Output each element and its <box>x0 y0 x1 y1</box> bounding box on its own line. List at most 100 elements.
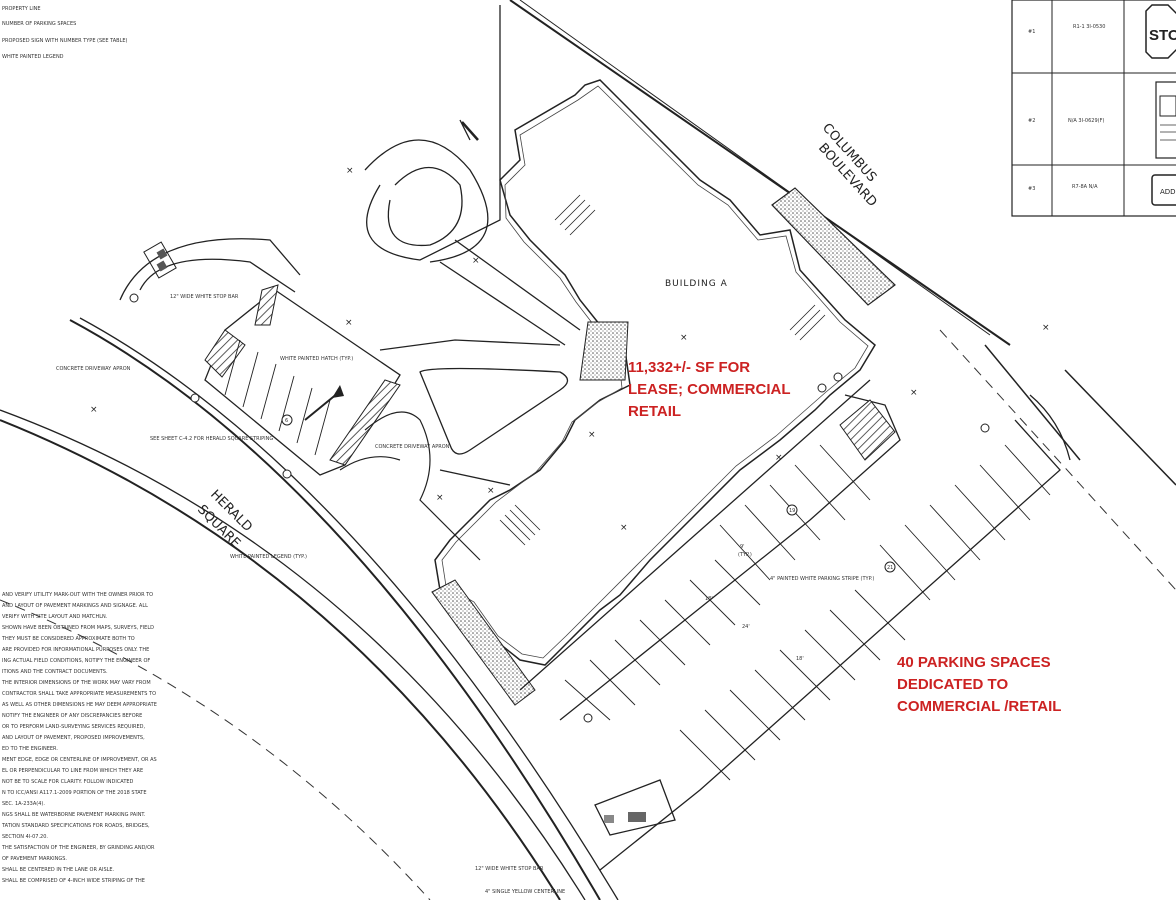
svg-text:×: × <box>472 256 480 266</box>
svg-text:×: × <box>910 388 918 398</box>
survey-markers: ××× ××× ××× ××× <box>90 166 1050 533</box>
legend-item: PROPOSED SIGN WITH NUMBER TYPE (SEE TABL… <box>2 38 128 44</box>
sign-markers <box>129 293 990 723</box>
general-note-line: AS WELL AS OTHER DIMENSIONS HE MAY DEEM … <box>2 702 157 708</box>
dimension-label: (TYP.) <box>738 552 752 558</box>
additional-sign-icon <box>1151 174 1176 206</box>
parking-callout-line: DEDICATED TO <box>897 676 1008 693</box>
stop-sign-icon <box>1145 4 1176 59</box>
general-note-line: TATION STANDARD SPECIFICATIONS FOR ROADS… <box>1 823 150 829</box>
lease-callout: 11,332+/- SF FOR LEASE; COMMERCIAL RETAI… <box>628 359 791 420</box>
sign-stop-text: STO <box>1149 27 1176 44</box>
general-note-line: THE SATISFACTION OF THE ENGINEER, BY GRI… <box>1 845 155 851</box>
building-a-label: BUILDING A <box>665 279 728 289</box>
sign-table-id: #2 <box>1028 118 1035 124</box>
parking-callout: 40 PARKING SPACES DEDICATED TO COMMERCIA… <box>897 654 1061 715</box>
sign-table-code: R1-1 3I-0530 <box>1073 24 1105 30</box>
sign-table-code: R7-8A N/A <box>1072 184 1098 190</box>
plan-label: WHITE PAINTED LEGEND (TYP.) <box>230 554 307 560</box>
general-note-line: SECTION 4I-07.20. <box>2 834 48 840</box>
general-note-line: ARE PROVIDED FOR INFORMATIONAL PURPOSES … <box>2 647 149 653</box>
sign-add-text: ADD <box>1160 188 1176 196</box>
plan-label: 12" WIDE WHITE STOP BAR <box>170 294 239 300</box>
svg-text:×: × <box>436 493 444 503</box>
dimension-label: 24' <box>742 624 750 630</box>
svg-text:×: × <box>588 430 596 440</box>
legend: PROPERTY LINE NUMBER OF PARKING SPACES P… <box>2 6 128 60</box>
sign-table: #1 R1-1 3I-0530 #2 N/A 3I-0629(F) #3 R7-… <box>1011 0 1176 217</box>
traffic-island <box>379 339 569 486</box>
legend-item: WHITE PAINTED LEGEND <box>2 54 64 60</box>
sign-table-id: #3 <box>1028 186 1035 192</box>
general-notes: AND VERIFY UTILITY MARK-OUT WITH THE OWN… <box>1 592 157 884</box>
general-note-line: SHALL BE COMPRISED OF 4-INCH WIDE STRIPI… <box>2 878 145 884</box>
general-note-line: SEC. 1A-233A(4). <box>2 801 45 807</box>
access-drive <box>364 5 581 346</box>
general-note-line: ITIONS AND THE CONTRACT DOCUMENTS. <box>2 669 108 675</box>
general-note-line: CONTRACTOR SHALL TAKE APPROPRIATE MEASUR… <box>2 691 156 697</box>
sign-table-code: N/A 3I-0629(F) <box>1068 118 1104 124</box>
general-note-line: EL OR PERPENDICULAR TO LINE FROM WHICH T… <box>2 768 143 774</box>
building-a: BUILDING A <box>434 79 876 666</box>
plan-label: SEE SHEET C-4.2 FOR HERALD SQUARE STRIPI… <box>150 436 273 442</box>
plan-label: CONCRETE DRIVEWAY APRON <box>375 444 450 450</box>
general-note-line: THE INTERIOR DIMENSIONS OF THE WORK MAY … <box>1 680 151 686</box>
east-parking-lot <box>519 379 1071 871</box>
general-note-line: MENT EDGE, EDGE OR CENTERLINE OF IMPROVE… <box>2 757 157 763</box>
svg-text:×: × <box>487 486 495 496</box>
general-note-line: NGS SHALL BE WATERBORNE PAVEMENT MARKING… <box>2 812 146 818</box>
general-note-line: AND VERIFY UTILITY MARK-OUT WITH THE OWN… <box>2 592 153 598</box>
columbus-boulevard-edge <box>509 0 1176 591</box>
space-count: 6 <box>285 418 288 424</box>
general-note-line: AND LAYOUT OF PAVEMENT MARKINGS AND SIGN… <box>2 603 148 609</box>
general-note-line: AND LAYOUT OF PAVEMENT, PROPOSED IMPROVE… <box>2 735 145 741</box>
hatch-area <box>329 379 401 466</box>
space-count: 21 <box>887 565 893 571</box>
svg-text:×: × <box>90 405 98 415</box>
general-note-line: VERIFY WITH SITE LAYOUT AND MATCHLN. <box>2 614 108 620</box>
entrance-plaza <box>579 321 629 381</box>
herald-square-edge <box>0 317 619 900</box>
lease-callout-line: RETAIL <box>628 403 681 420</box>
accessible-parking-sign-icon <box>1155 81 1176 159</box>
hatch-area <box>204 329 246 378</box>
legend-item: NUMBER OF PARKING SPACES <box>2 21 76 27</box>
general-note-line: NOT BE TO SCALE FOR CLARITY. FOLLOW INDI… <box>2 779 134 785</box>
lease-callout-line: LEASE; COMMERCIAL <box>628 381 791 398</box>
west-parking-lot <box>119 238 481 561</box>
lease-callout-line: 11,332+/- SF FOR <box>628 359 750 376</box>
general-note-line: N TO ICC/ANSI A117.1-2009 PORTION OF THE… <box>2 790 147 796</box>
general-note-line: SHALL BE CENTERED IN THE LANE OR AISLE. <box>2 867 115 873</box>
svg-text:×: × <box>680 333 688 343</box>
plan-label: 4" PAINTED WHITE PARKING STRIPE (TYP.) <box>770 576 874 582</box>
hatch-area <box>254 284 279 326</box>
general-note-line: OF PAVEMENT MARKINGS. <box>2 856 67 862</box>
legend-item: PROPERTY LINE <box>2 6 41 12</box>
parking-callout-line: 40 PARKING SPACES <box>897 654 1051 671</box>
general-note-line: OR TO PERFORM LAND-SURVEYING SERVICES RE… <box>2 724 146 730</box>
planter-strip <box>431 579 536 706</box>
general-note-line: THEY MUST BE CONSIDERED APPROXIMATE BOTH… <box>1 636 135 642</box>
plan-label: 4" SINGLE YELLOW CENTERLINE <box>485 889 565 895</box>
svg-text:×: × <box>775 453 783 463</box>
plan-label: 12" WIDE WHITE STOP BAR <box>475 866 544 872</box>
accessible-space-hatch <box>839 399 896 461</box>
dimension-label: 9' <box>740 544 745 550</box>
stairs <box>499 194 826 546</box>
parking-callout-line: COMMERCIAL /RETAIL <box>897 698 1061 715</box>
space-count: 19 <box>789 508 795 514</box>
plan-label: WHITE PAINTED HATCH (TYP.) <box>280 356 353 362</box>
general-note-line: ED TO THE ENGINEER. <box>2 746 58 752</box>
planter-strip <box>771 187 896 306</box>
svg-text:×: × <box>345 318 353 328</box>
general-note-line: ING ACTUAL FIELD CONDITIONS, NOTIFY THE … <box>2 658 150 664</box>
plan-label: CONCRETE DRIVEWAY APRON <box>56 366 131 372</box>
svg-text:×: × <box>346 166 354 176</box>
sign-table-id: #1 <box>1028 29 1035 35</box>
svg-text:×: × <box>1042 323 1050 333</box>
dimension-label: 18' <box>705 596 713 602</box>
general-note-line: NOTIFY THE ENGINEER OF ANY DISCREPANCIES… <box>2 713 142 719</box>
dimension-label: 18' <box>796 656 804 662</box>
general-note-line: SHOWN HAVE BEEN OBTAINED FROM MAPS, SURV… <box>2 625 154 631</box>
